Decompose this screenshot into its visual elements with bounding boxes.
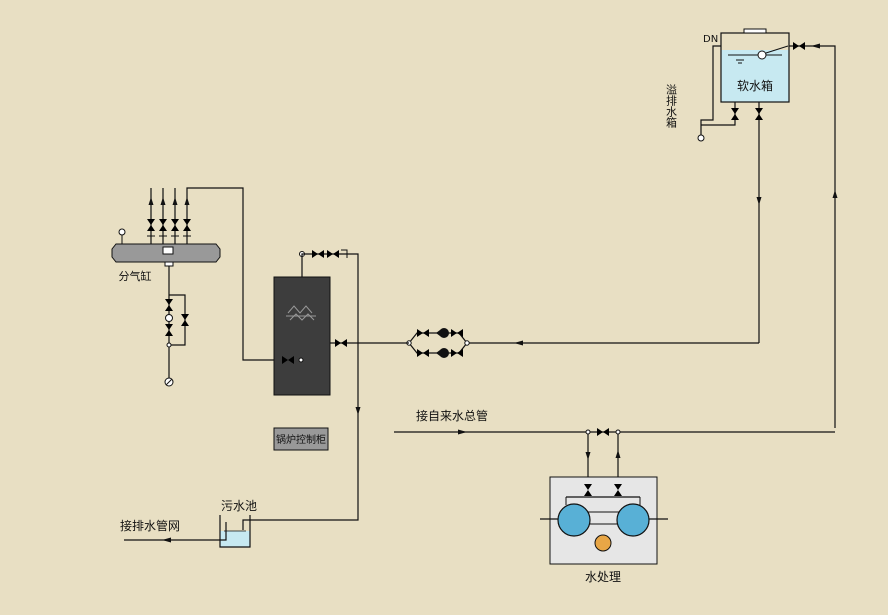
city-water-mains: 接自来水总管: [394, 408, 835, 497]
control-cabinet-label: 锅炉控制柜: [276, 433, 326, 446]
feed-pump-1-icon[interactable]: [436, 328, 449, 338]
burner-icon: [286, 305, 316, 321]
drain-network-label: 接排水管网: [120, 518, 180, 533]
flow-arrow-icon: [585, 452, 591, 460]
flow-arrow-icon: [162, 537, 171, 543]
inlet-valve-icon[interactable]: [793, 42, 805, 50]
boiler-inlet-valve-icon[interactable]: [335, 339, 347, 347]
branch-valve-icon[interactable]: [147, 219, 155, 231]
flow-arrow-icon: [756, 197, 762, 205]
water-treatment-unit: 水处理: [540, 476, 668, 584]
boiler-control-cabinet[interactable]: 锅炉控制柜: [273, 427, 329, 451]
boiler-body: [273, 276, 331, 396]
flow-arrow-icon: [172, 197, 178, 205]
soft-tank-label: 软水箱: [737, 78, 773, 93]
pool-water: [220, 531, 250, 547]
flow-arrow-icon: [615, 450, 621, 458]
pressure-gauge-icon: [118, 228, 126, 236]
steam-trap-icon: [165, 314, 173, 322]
water-treatment-label: 水处理: [585, 570, 621, 584]
tank-bottom-lines: [701, 102, 763, 343]
pump-valve-icon[interactable]: [451, 349, 463, 357]
sewage-pool-label: 污水池: [221, 499, 257, 513]
flow-arrow-icon: [148, 197, 154, 205]
softener-tank-1: [557, 503, 591, 537]
branch-valve-icon[interactable]: [171, 219, 179, 231]
overflow-drain-line: DN 溢排水箱: [665, 34, 721, 142]
soft-water-tank: 软水箱: [720, 28, 790, 103]
flow-arrow-icon: [355, 407, 361, 415]
boiler: [250, 249, 361, 521]
pump-valve-icon[interactable]: [417, 349, 429, 357]
float-ball-icon: [757, 50, 767, 60]
boiler-feed-line: [330, 328, 759, 358]
header-label: 分气缸: [119, 269, 152, 283]
steam-valve-icon[interactable]: [327, 250, 339, 258]
pump-valve-icon[interactable]: [451, 329, 463, 337]
steam-header: 分气缸: [111, 187, 304, 387]
junction-icon: [464, 340, 470, 346]
pool-walls: [219, 515, 251, 548]
junction-icon: [585, 429, 591, 435]
safety-valve-icon: [341, 249, 348, 258]
floor-drain-icon: [697, 134, 705, 142]
pump-valve-icon[interactable]: [417, 329, 429, 337]
header-drain-flange: [164, 261, 174, 267]
tank-inlet-line: [789, 42, 838, 428]
dn-label: DN: [703, 34, 718, 45]
softener-tank-2: [616, 503, 650, 537]
sewage-pool: 污水池 接排水管网: [120, 499, 257, 548]
flow-arrow-icon: [514, 340, 523, 346]
bypass-valve-icon[interactable]: [597, 428, 609, 436]
flow-arrow-icon: [811, 43, 820, 49]
junction-icon: [615, 429, 621, 435]
brine-tank: [594, 534, 612, 552]
flow-arrow-icon: [458, 429, 467, 435]
overflow-label: 溢排水箱: [665, 83, 678, 129]
drain-valve-icon[interactable]: [165, 324, 173, 336]
junction-icon: [166, 342, 172, 348]
mains-label: 接自来水总管: [416, 408, 488, 423]
water-level-mark: [736, 59, 744, 64]
floor-drain-hatch: [165, 378, 173, 386]
bypass-valve-icon[interactable]: [181, 314, 189, 326]
float-arm: [765, 45, 789, 54]
outlet-valve-icon[interactable]: [755, 108, 763, 120]
flow-arrow-icon: [160, 197, 166, 205]
branch-valve-icon[interactable]: [159, 219, 167, 231]
header-nameplate: [162, 246, 174, 255]
tank-manhole-cover: [743, 28, 767, 34]
feed-pump-2-icon[interactable]: [436, 348, 449, 358]
junction-icon: [298, 357, 304, 363]
steam-valve-icon[interactable]: [312, 250, 324, 258]
drain-valve-icon[interactable]: [165, 299, 173, 311]
tank-water: [721, 50, 789, 102]
flow-arrow-icon: [832, 190, 838, 198]
drain-valve-icon[interactable]: [731, 108, 739, 120]
branch-valve-icon[interactable]: [183, 219, 191, 231]
flow-arrow-icon: [184, 197, 190, 205]
